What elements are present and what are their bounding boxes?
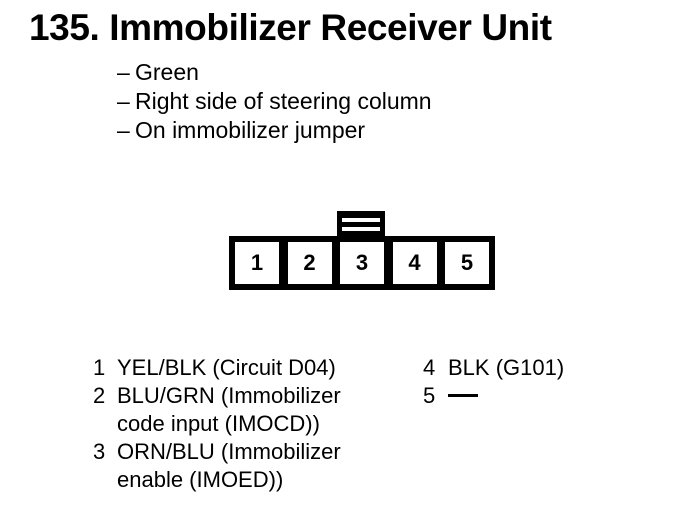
note-item: – On immobilizer jumper — [117, 116, 432, 145]
tab-slot-upper — [342, 218, 380, 222]
pin-cell-3: 3 — [340, 242, 384, 284]
dash-icon: – — [117, 117, 130, 143]
page-title: 135. Immobilizer Receiver Unit — [29, 7, 552, 48]
pin-legend-entry-4: 4 BLK (G101) — [423, 354, 564, 382]
legend-line: 3 ORN/BLU (Immobilizer — [93, 438, 341, 466]
pin-cell-5: 5 — [445, 242, 489, 284]
pin-legend-left: 1 YEL/BLK (Circuit D04) 2 BLU/GRN (Immob… — [93, 354, 341, 494]
note-item: – Green — [117, 58, 432, 87]
note-item: – Right side of steering column — [117, 87, 432, 116]
pin-legend-entry-5: 5 — [423, 382, 564, 410]
legend-pin-description: BLK (G101) — [448, 355, 565, 380]
dash-icon: – — [117, 59, 130, 85]
note-text: On immobilizer jumper — [135, 117, 366, 143]
tab-slot-lower — [342, 227, 380, 231]
pin-legend-entry-2: 2 BLU/GRN (Immobilizer 2 code input (IMO… — [93, 382, 341, 438]
legend-pin-number: 1 — [93, 355, 106, 380]
legend-line: 5 — [423, 382, 564, 410]
pin-cell-2: 2 — [287, 242, 332, 284]
legend-pin-description-continued: code input (IMOCD)) — [117, 411, 320, 436]
pin-legend-right: 4 BLK (G101) 5 — [423, 354, 564, 410]
legend-line: 2 BLU/GRN (Immobilizer — [93, 382, 341, 410]
legend-line-continuation: 3 enable (IMOED)) — [93, 466, 341, 494]
legend-line: 4 BLK (G101) — [423, 354, 564, 382]
legend-line: 1 YEL/BLK (Circuit D04) — [93, 354, 341, 382]
pin-legend-entry-3: 3 ORN/BLU (Immobilizer 3 enable (IMOED)) — [93, 438, 341, 494]
legend-pin-number: 4 — [423, 355, 436, 380]
legend-pin-description: YEL/BLK (Circuit D04) — [117, 355, 336, 380]
legend-pin-number: 3 — [93, 439, 106, 464]
connector-diagram: 1 2 3 4 5 — [229, 211, 495, 290]
legend-pin-description-continued: enable (IMOED)) — [117, 467, 284, 492]
legend-pin-description: BLU/GRN (Immobilizer — [117, 383, 341, 408]
note-text: Green — [135, 59, 199, 85]
note-text: Right side of steering column — [135, 88, 432, 114]
legend-pin-number: 5 — [423, 383, 436, 408]
pin-cell-1: 1 — [235, 242, 279, 284]
legend-line-continuation: 2 code input (IMOCD)) — [93, 410, 341, 438]
pin-legend-entry-1: 1 YEL/BLK (Circuit D04) — [93, 354, 341, 382]
note-list: – Green – Right side of steering column … — [117, 58, 432, 145]
connector-body: 1 2 3 4 5 — [229, 236, 495, 290]
unused-pin-dash-icon — [448, 394, 478, 397]
connector-locking-tab — [337, 211, 385, 239]
dash-icon: – — [117, 88, 130, 114]
legend-pin-unused — [448, 382, 478, 410]
legend-pin-description: ORN/BLU (Immobilizer — [117, 439, 341, 464]
legend-pin-number: 2 — [93, 383, 106, 408]
pin-cell-4: 4 — [392, 242, 437, 284]
